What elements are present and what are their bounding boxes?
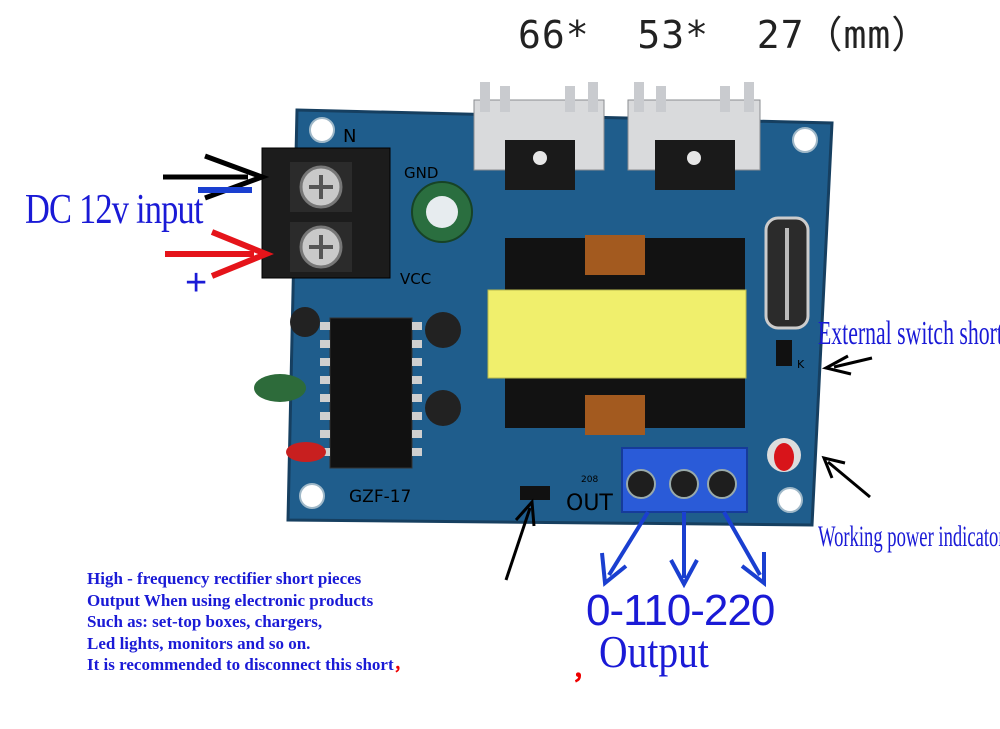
heatsink-right: [627, 82, 761, 190]
rectifier-jumper: [520, 486, 550, 500]
board-vcc-text: VCC: [400, 270, 431, 288]
output-label: Output: [599, 626, 709, 677]
board-model-text: GZF-17: [349, 487, 411, 507]
mount-hole: [309, 117, 335, 143]
rectifier-arrow: [504, 498, 536, 581]
note-tick: ，: [393, 655, 411, 674]
external-switch-arrow: [821, 354, 873, 376]
film-capacitor: [254, 374, 306, 402]
transistor: [425, 312, 461, 348]
board-n-text: N: [343, 126, 356, 147]
note-line: Output When using electronic products: [87, 590, 374, 610]
note-line-last: It is recommended to disconnect this sho…: [87, 654, 411, 676]
input-terminal-block: [261, 147, 391, 279]
external-switch-jumper: [776, 340, 792, 366]
transformer: [487, 235, 747, 435]
note-line: Such as: set-top boxes, chargers,: [87, 612, 323, 631]
mount-hole: [792, 127, 818, 153]
indicator-arrow: [821, 455, 871, 499]
board-208-text: 208: [581, 475, 598, 485]
note-line: High - frequency rectifier short pieces: [87, 569, 362, 588]
mount-hole: [777, 487, 803, 513]
board-k-text: K: [797, 358, 805, 371]
output-terminal: [621, 447, 748, 513]
output-comma: ，: [572, 655, 599, 685]
rectifier-notes: High - frequency rectifier short pieces …: [87, 568, 411, 676]
dimensions-caption: 66* 53* 27（mm）: [518, 13, 931, 57]
output-arrow-110: [669, 512, 699, 589]
red-wire-arrow: [165, 229, 274, 279]
external-switch-label: External switch short: [818, 315, 1000, 352]
fuse-holder: [764, 216, 810, 330]
plus-sign: +: [185, 262, 208, 304]
output-values: 0-110-220: [586, 586, 775, 635]
ic-chip: [320, 317, 422, 469]
working-indicator-label: Working power indicator: [818, 520, 1000, 553]
note-line: It is recommended to disconnect this sho…: [87, 655, 394, 674]
capacitor: [411, 181, 473, 243]
output-arrow-0: [600, 510, 650, 587]
small-capacitor: [290, 307, 320, 337]
board-out-text: OUT: [566, 491, 613, 516]
power-led: [774, 443, 794, 471]
board-gnd-text: GND: [404, 164, 438, 182]
output-arrow-220: [722, 511, 766, 588]
transistor: [425, 390, 461, 426]
heatsink-left: [473, 82, 605, 190]
diode: [286, 442, 326, 462]
note-line: Led lights, monitors and so on.: [87, 633, 311, 653]
dc-input-label: DC 12v input: [25, 187, 204, 233]
mount-hole: [299, 483, 325, 509]
